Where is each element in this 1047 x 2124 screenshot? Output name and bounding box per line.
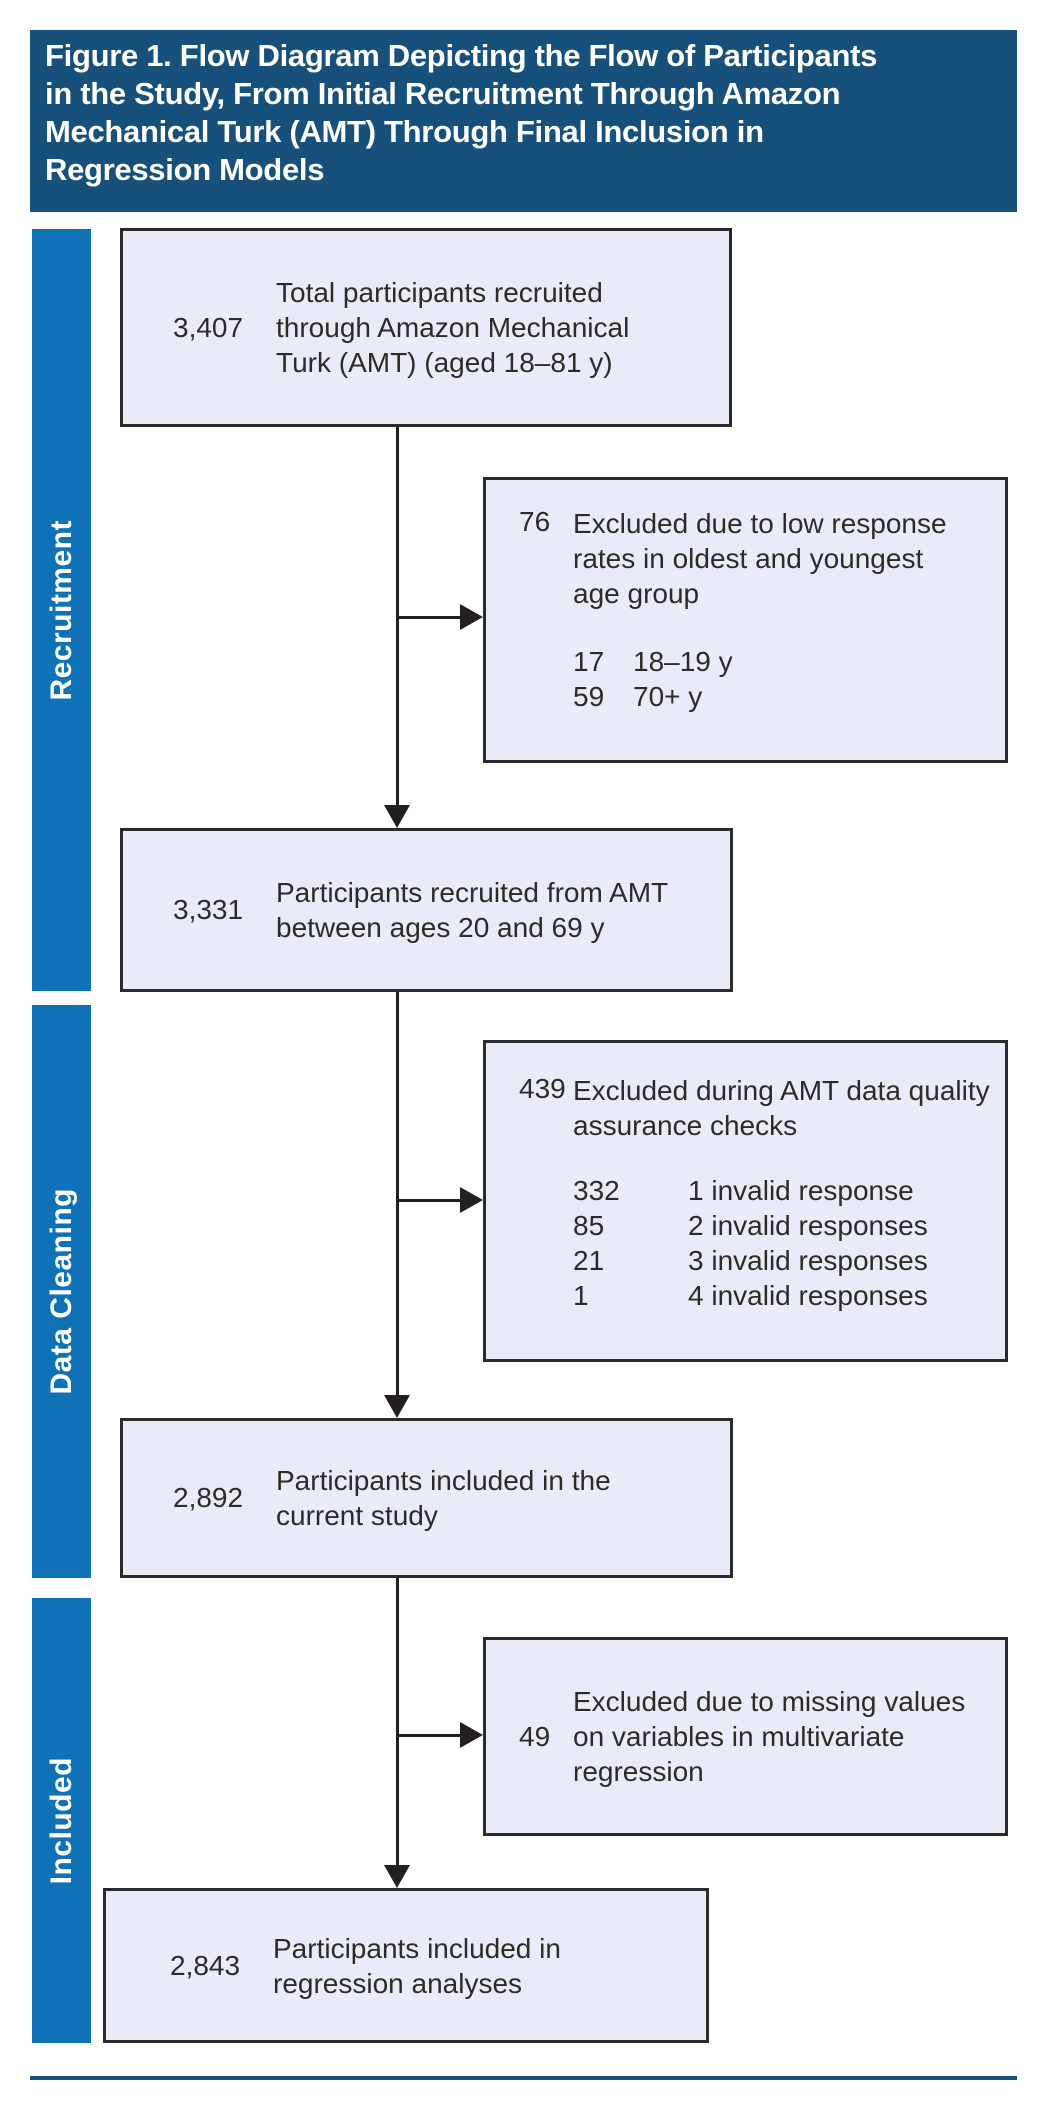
count-excluded-age: 76	[519, 506, 551, 537]
label-3-invalid: 3 invalid responses	[688, 1245, 928, 1276]
count-70plus: 59	[573, 681, 605, 712]
count-18-19: 17	[573, 646, 605, 677]
stage-bar-recruitment: Recruitment	[32, 229, 91, 991]
label-70plus: 70+ y	[633, 681, 703, 712]
connector-branch-1	[396, 616, 462, 619]
list-item: 21 3 invalid responses	[573, 1243, 1005, 1278]
bottom-rule	[30, 2076, 1017, 2080]
label-4-invalid: 4 invalid responses	[688, 1280, 928, 1311]
count-3-invalid: 21	[573, 1245, 605, 1276]
stage-label-data-cleaning: Data Cleaning	[44, 1188, 78, 1395]
arrow-down-icon	[384, 1395, 410, 1418]
arrow-right-icon	[460, 1187, 483, 1213]
text-excluded-age: Excluded due to low response rates in ol…	[573, 508, 947, 609]
text-excluded-missing: Excluded due to missing values on variab…	[573, 1686, 966, 1787]
stage-bar-included: Included	[32, 1598, 91, 2043]
count-4-invalid: 1	[573, 1280, 589, 1311]
list-item: 17 18–19 y	[573, 644, 1005, 679]
label-1-invalid: 1 invalid response	[688, 1175, 914, 1206]
text-recruited-20-69: Participants recruited from AMT between …	[276, 877, 669, 943]
count-recruited-total: 3,407	[173, 311, 244, 343]
figure-title: Figure 1. Flow Diagram Depicting the Flo…	[45, 38, 878, 187]
label-2-invalid: 2 invalid responses	[688, 1210, 928, 1241]
count-current-study: 2,892	[173, 1482, 244, 1513]
stage-label-included: Included	[44, 1756, 78, 1885]
connector-branch-2	[396, 1199, 462, 1202]
flow-box-recruited-total: 3,407 Total participants recruited throu…	[120, 228, 732, 427]
excluded-age-sub-list: 17 18–19 y 59 70+ y	[573, 644, 1005, 714]
side-box-excluded-age: 76 Excluded due to low response rates in…	[483, 477, 1008, 763]
flow-box-current-study: 2,892 Participants included in the curre…	[120, 1418, 733, 1578]
flow-box-regression-analyses: 2,843 Participants included in regressio…	[103, 1888, 709, 2043]
text-excluded-quality: Excluded during AMT data quality assuran…	[573, 1075, 990, 1141]
list-item: 59 70+ y	[573, 679, 1005, 714]
text-current-study: Participants included in the current stu…	[276, 1465, 611, 1531]
stage-bar-data-cleaning: Data Cleaning	[32, 1005, 91, 1578]
list-item: 332 1 invalid response	[573, 1173, 1005, 1208]
list-item: 1 4 invalid responses	[573, 1278, 1005, 1313]
arrow-down-icon	[384, 805, 410, 828]
excluded-quality-sub-list: 332 1 invalid response 85 2 invalid resp…	[573, 1173, 1005, 1313]
text-recruited-total: Total participants recruited through Ama…	[276, 277, 630, 378]
count-2-invalid: 85	[573, 1210, 605, 1241]
flow-box-recruited-20-69: 3,331 Participants recruited from AMT be…	[120, 828, 733, 992]
side-box-excluded-quality: 439 Excluded during AMT data quality ass…	[483, 1040, 1008, 1362]
arrow-right-icon	[460, 604, 483, 630]
list-item: 85 2 invalid responses	[573, 1208, 1005, 1243]
label-18-19: 18–19 y	[633, 646, 733, 677]
stage-label-recruitment: Recruitment	[44, 519, 78, 701]
count-excluded-quality: 439	[519, 1073, 566, 1104]
figure-title-bar: Figure 1. Flow Diagram Depicting the Flo…	[30, 30, 1017, 212]
count-excluded-missing: 49	[519, 1720, 551, 1752]
connector-trunk-3	[396, 1578, 399, 1865]
text-regression-analyses: Participants included in regression anal…	[273, 1932, 561, 1999]
count-1-invalid: 332	[573, 1175, 620, 1206]
connector-branch-3	[396, 1734, 462, 1737]
count-regression-analyses: 2,843	[170, 1949, 241, 1981]
count-recruited-20-69: 3,331	[173, 894, 244, 925]
side-box-excluded-missing: 49 Excluded due to missing values on var…	[483, 1637, 1008, 1836]
connector-trunk-2	[396, 992, 399, 1395]
arrow-down-icon	[384, 1865, 410, 1888]
arrow-right-icon	[460, 1722, 483, 1748]
